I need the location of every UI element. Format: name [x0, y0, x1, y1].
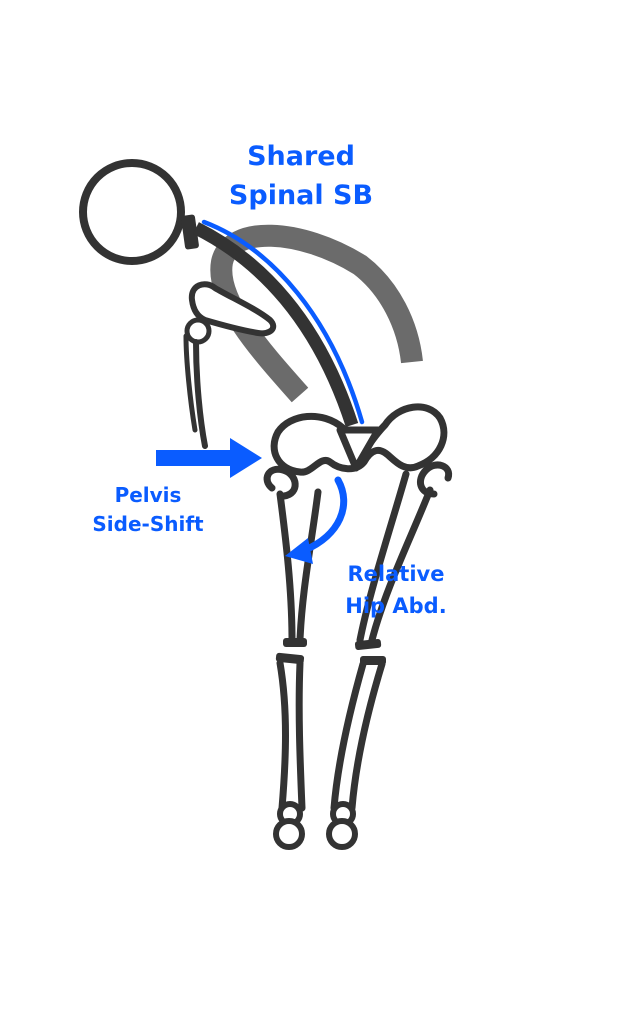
left-tibia-outer: [276, 659, 289, 812]
shared-spinal-sb-label: Shared Spinal SB: [196, 137, 406, 215]
pelvis-side-shift-line1: Pelvis: [114, 483, 182, 507]
left-femur-inner: [296, 488, 322, 644]
left-knee: [283, 638, 307, 647]
shoulder-joint: [184, 317, 212, 345]
left-femur-outer: [276, 490, 296, 644]
spine-highlight: [201, 219, 365, 425]
head: [79, 159, 185, 265]
right-tibia-outer: [348, 660, 386, 812]
pelvis-side-shift-arrow: [156, 438, 262, 478]
arm-outline: [183, 333, 198, 433]
left-tibia-inner: [295, 659, 306, 812]
right-knee: [354, 638, 382, 651]
right-tibia-inner: [330, 660, 367, 812]
right-femoral-head: [416, 461, 453, 498]
right-femur-inner: [356, 470, 410, 644]
relative-hip-abd-label: Relative Hip Abd.: [326, 559, 466, 622]
shared-spinal-sb-line1: Shared: [247, 141, 355, 172]
left-foot: [273, 801, 305, 850]
arm: [193, 339, 208, 449]
relative-hip-abd-line1: Relative: [347, 562, 445, 586]
pelvis-side-shift-label: Pelvis Side-Shift: [78, 481, 218, 539]
hip-abduction-arrow: [285, 476, 348, 564]
shared-spinal-sb-line2: Spinal SB: [228, 180, 374, 212]
sacrum: [336, 426, 382, 472]
neck-collar: [181, 214, 199, 250]
right-femur-outer: [368, 486, 434, 644]
left-femoral-head: [263, 465, 299, 500]
right-foot: [326, 801, 358, 850]
relative-hip-abd-line2: Hip Abd.: [345, 593, 447, 618]
spine: [193, 222, 359, 428]
pelvis-side-shift-line2: Side-Shift: [92, 512, 204, 536]
